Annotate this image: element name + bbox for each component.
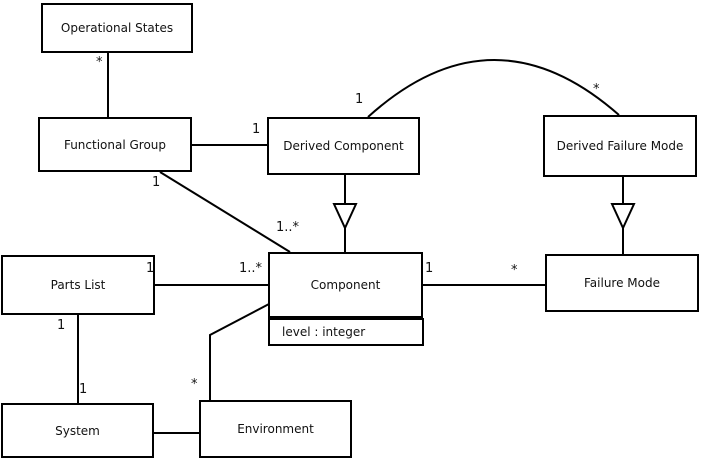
multiplicity-label: * [593, 82, 600, 97]
class-box-operational-states: Operational States [41, 3, 193, 53]
multiplicity-label: * [96, 55, 103, 70]
multiplicity-label: 1..* [239, 261, 263, 276]
class-attribute: level : integer [282, 325, 366, 339]
class-box-component-attributes: level : integer [268, 318, 424, 346]
generalization-triangle-icon [332, 203, 358, 231]
multiplicity-label: * [191, 377, 198, 392]
class-name: Operational States [60, 21, 174, 35]
class-box-system: System [1, 403, 154, 458]
class-name: Environment [237, 422, 314, 436]
class-box-environment: Environment [199, 400, 352, 458]
class-box-parts-list: Parts List [1, 255, 155, 315]
multiplicity-label: 1 [57, 318, 66, 333]
multiplicity-label: 1 [425, 261, 434, 276]
association-line-environment-component [209, 303, 270, 400]
multiplicity-label: 1 [355, 92, 364, 107]
association-arc-derivedcomponent-derivedfailuremode [367, 59, 620, 118]
class-name: Derived Component [283, 139, 404, 153]
multiplicity-label: 1 [252, 122, 261, 137]
class-box-component: Component [268, 252, 423, 318]
generalization-triangle-icon [610, 203, 636, 231]
class-box-failure-mode: Failure Mode [545, 254, 699, 312]
class-name: Derived Failure Mode [556, 139, 684, 153]
class-name: System [55, 423, 100, 438]
class-box-derived-failure-mode: Derived Failure Mode [543, 115, 697, 177]
class-name: Functional Group [63, 137, 167, 152]
multiplicity-label: 1..* [276, 220, 300, 235]
multiplicity-label: 1 [146, 261, 155, 276]
class-name: Failure Mode [584, 276, 660, 290]
association-line-functionalgroup-component [159, 171, 291, 253]
multiplicity-label: 1 [79, 382, 88, 397]
class-box-functional-group: Functional Group [38, 117, 192, 172]
multiplicity-label: 1 [152, 175, 161, 190]
class-name: Component [310, 278, 381, 292]
multiplicity-label: * [511, 263, 518, 278]
class-name: Parts List [50, 278, 106, 292]
class-box-derived-component: Derived Component [267, 117, 420, 175]
